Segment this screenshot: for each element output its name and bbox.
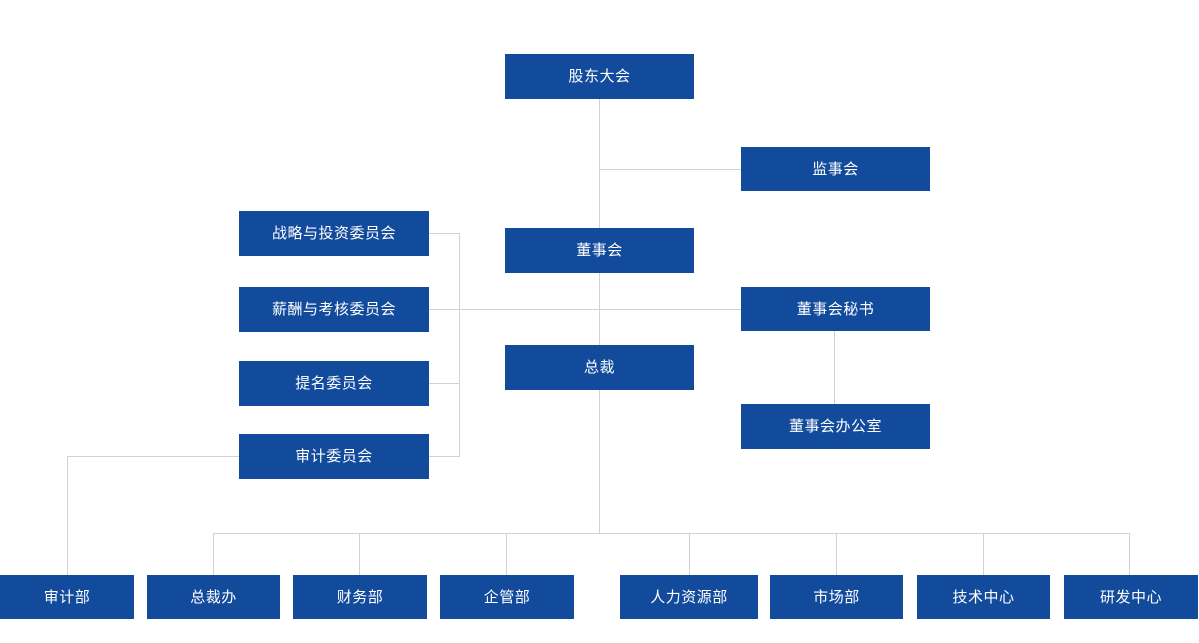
connector-dept-stub-hr: [689, 533, 690, 575]
connector-dept-stub-rd: [1129, 533, 1130, 575]
department-tech-center[interactable]: 技术中心: [917, 575, 1050, 619]
node-comp-committee-label: 薪酬与考核委员会: [271, 301, 396, 318]
connector-department-bus: [213, 533, 1130, 534]
department-enterprise-mgmt[interactable]: 企管部: [440, 575, 574, 619]
node-board-secretary[interactable]: 董事会秘书: [741, 287, 930, 331]
department-hr-dept[interactable]: 人力资源部: [620, 575, 758, 619]
connector-president-down-to-bus: [599, 390, 600, 534]
node-president-label: 总裁: [583, 359, 615, 376]
department-enterprise-mgmt-label: 企管部: [483, 588, 531, 606]
connector-committee-nomination-stub: [429, 383, 460, 384]
node-audit-committee-label: 审计委员会: [295, 448, 373, 465]
connector-committee-comp-stub: [429, 309, 460, 310]
department-president-office-label: 总裁办: [190, 588, 237, 606]
department-rd-center-label: 研发中心: [1099, 588, 1162, 606]
connector-dept-stub-tech: [983, 533, 984, 575]
department-finance-dept-label: 财务部: [336, 588, 384, 606]
department-audit-dept[interactable]: 审计部: [0, 575, 134, 619]
connector-audit-committee-down: [67, 456, 68, 575]
node-strategy-committee-label: 战略与投资委员会: [271, 225, 396, 242]
node-shareholders-label: 股东大会: [568, 68, 631, 85]
connector-dept-stub-president-office: [213, 533, 214, 575]
connector-audit-committee-left: [67, 456, 240, 457]
department-marketing-dept-label: 市场部: [813, 588, 860, 606]
connector-committee-strategy-stub: [429, 233, 460, 234]
department-hr-dept-label: 人力资源部: [650, 588, 728, 606]
node-president[interactable]: 总裁: [505, 345, 694, 390]
node-supervisory-board[interactable]: 监事会: [741, 147, 930, 191]
node-strategy-committee[interactable]: 战略与投资委员会: [239, 211, 429, 256]
connector-secretary-to-office: [834, 331, 835, 404]
connector-dept-stub-marketing: [836, 533, 837, 575]
node-nomination-committee[interactable]: 提名委员会: [239, 361, 429, 406]
connector-shareholders-to-supervisory: [599, 169, 741, 170]
node-nomination-committee-label: 提名委员会: [295, 375, 373, 392]
node-comp-committee[interactable]: 薪酬与考核委员会: [239, 287, 429, 332]
node-board-secretary-label: 董事会秘书: [796, 300, 875, 318]
department-rd-center[interactable]: 研发中心: [1064, 575, 1198, 619]
department-marketing-dept[interactable]: 市场部: [770, 575, 903, 619]
node-board-of-directors-label: 董事会: [576, 242, 623, 259]
connector-dept-stub-enterprise: [506, 533, 507, 575]
node-shareholders[interactable]: 股东大会: [505, 54, 694, 99]
connector-committee-audit-stub: [429, 456, 460, 457]
department-tech-center-label: 技术中心: [952, 588, 1015, 606]
department-finance-dept[interactable]: 财务部: [293, 575, 427, 619]
connector-board-to-secretary: [459, 309, 741, 310]
node-board-office[interactable]: 董事会办公室: [741, 404, 930, 449]
connector-shareholders-down: [599, 99, 600, 228]
department-president-office[interactable]: 总裁办: [147, 575, 280, 619]
department-audit-dept-label: 审计部: [43, 588, 91, 606]
node-board-of-directors[interactable]: 董事会: [505, 228, 694, 273]
node-audit-committee[interactable]: 审计委员会: [239, 434, 429, 479]
node-supervisory-board-label: 监事会: [812, 160, 859, 178]
node-board-office-label: 董事会办公室: [788, 418, 882, 435]
connector-dept-stub-finance: [359, 533, 360, 575]
connector-committee-bus-vertical: [459, 233, 460, 457]
